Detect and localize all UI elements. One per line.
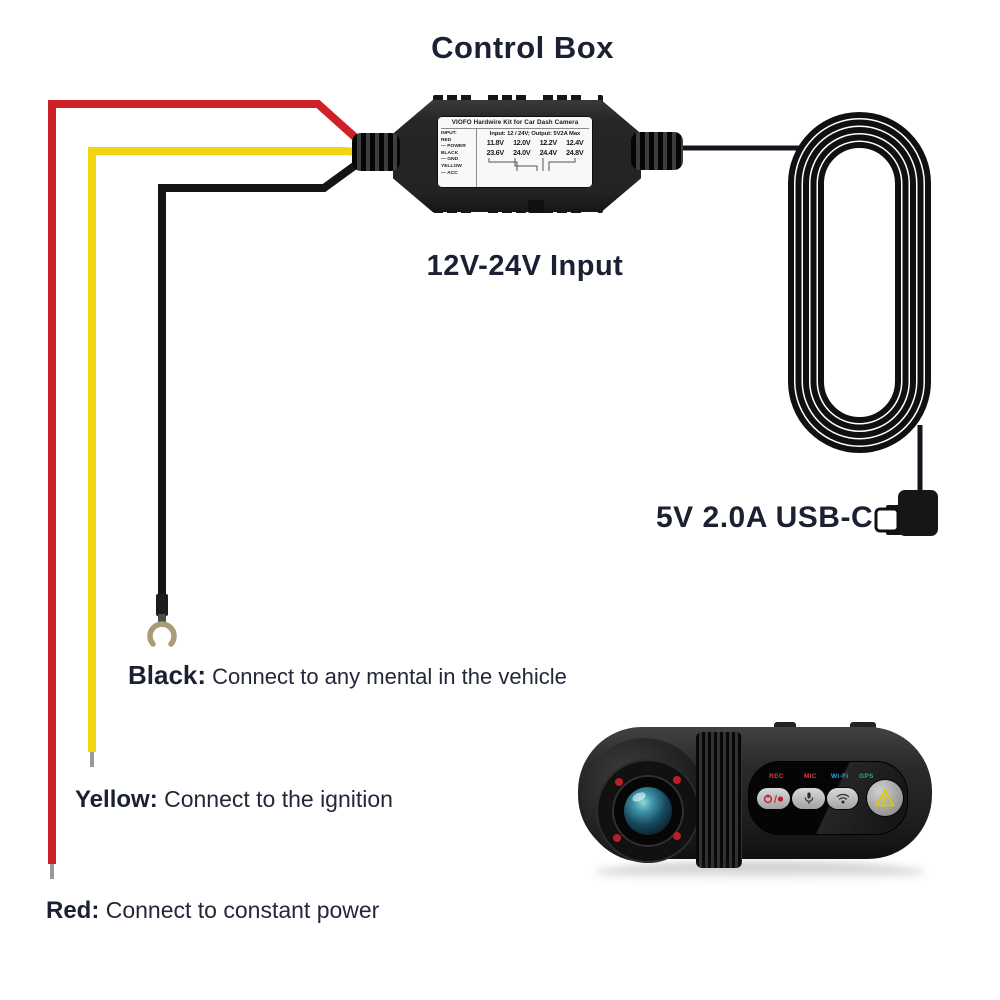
usb-output-label: 5V 2.0A USB-C	[656, 501, 874, 534]
voltage-value: 24.8V	[566, 148, 584, 157]
voltage-value: 23.6V	[486, 148, 505, 157]
black-wire-instruction-text: Connect to any mental in the vehicle	[212, 664, 567, 689]
power-record-button	[757, 788, 790, 809]
ir-led-icon	[673, 832, 681, 840]
emergency-lock-button	[867, 780, 903, 816]
camera-body: REC MIC Wi-Fi GPS	[578, 727, 932, 868]
legend-line: BLACK	[441, 150, 459, 156]
warning-triangle-icon	[875, 789, 895, 807]
wire-color-legend: INPUT: RED — POWER BLACK — GND YELLOW — …	[437, 129, 477, 187]
legend-line: YELLOW	[441, 164, 462, 170]
camera-reflection	[595, 862, 925, 882]
black-wire-instruction: Black: Connect to any mental in the vehi…	[128, 660, 567, 691]
ir-led-icon	[615, 778, 623, 786]
red-wire-instruction: Red: Connect to constant power	[46, 897, 379, 925]
wifi-button	[827, 788, 858, 809]
voltage-value: 24.0V	[513, 148, 531, 157]
ir-led-icon	[613, 834, 621, 842]
fork-terminal-icon	[147, 621, 177, 647]
terminal-crimp	[156, 594, 168, 616]
red-wire	[48, 100, 369, 864]
yellow-wire-instruction: Yellow: Connect to the ignition	[75, 786, 393, 814]
microphone-icon	[804, 792, 813, 804]
red-wire-instruction-text: Connect to constant power	[105, 897, 380, 923]
voltage-value: 12.4V	[566, 138, 584, 147]
black-wire-instruction-prefix: Black:	[128, 660, 207, 690]
black-wire	[158, 152, 371, 598]
camera-rotating-band	[696, 732, 742, 868]
voltage-row-24v: 23.6V 24.0V 24.4V 24.8V	[477, 148, 593, 157]
input-voltage-label: 12V-24V Input	[426, 250, 624, 282]
wifi-icon	[836, 793, 849, 804]
camera-lens-cap	[582, 738, 706, 863]
voltage-row-12v: 11.8V 12.0V 12.2V 12.4V	[477, 138, 593, 147]
rec-indicator-label: REC	[769, 773, 784, 780]
spec-label-title: VIOFO Hardwire Kit for Car Dash Camera	[441, 116, 589, 129]
control-box-right-strain-relief	[631, 132, 683, 170]
yellow-wire-instruction-prefix: Yellow:	[75, 786, 158, 813]
hardwire-kit-control-box: VIOFO Hardwire Kit for Car Dash Camera I…	[343, 92, 688, 222]
mic-indicator-label: MIC	[804, 773, 817, 780]
voltage-value: 12.0V	[513, 138, 531, 147]
control-box-left-strain-relief	[352, 133, 400, 171]
gps-indicator-label: GPS	[859, 773, 874, 780]
control-box-spec-label: VIOFO Hardwire Kit for Car Dash Camera I…	[437, 116, 593, 188]
legend-line: — ACC	[441, 170, 458, 176]
camera-button-panel: REC MIC Wi-Fi GPS	[748, 761, 908, 835]
voltage-value: 11.8V	[486, 138, 504, 147]
power-record-icon	[763, 793, 783, 803]
camera-lens-glass	[624, 787, 672, 835]
legend-line: RED	[441, 137, 452, 143]
ir-led-icon	[673, 776, 681, 784]
legend-line: — GND	[441, 157, 459, 163]
yellow-wire	[88, 147, 369, 752]
red-wire-instruction-prefix: Red:	[46, 897, 100, 924]
voltage-value: 24.4V	[539, 148, 558, 157]
legend-line: — POWER	[441, 144, 466, 150]
control-box-switch	[528, 200, 544, 213]
camera-top-bump	[850, 722, 876, 731]
legend-line: INPUT:	[441, 131, 457, 136]
coiled-cable	[788, 112, 931, 453]
camera-top-bump	[774, 722, 796, 731]
spec-line: Input: 12 / 24V; Output: 5V2A Max	[489, 131, 581, 137]
usb-c-connector-icon	[874, 490, 938, 536]
voltage-selector-brackets	[488, 158, 576, 171]
control-box-title: Control Box	[431, 30, 614, 65]
microphone-button	[792, 788, 825, 809]
yellow-wire-instruction-text: Connect to the ignition	[164, 786, 393, 812]
wifi-indicator-label: Wi-Fi	[831, 773, 849, 780]
voltage-value: 12.2V	[539, 138, 558, 147]
dash-camera: REC MIC Wi-Fi GPS	[578, 720, 932, 888]
